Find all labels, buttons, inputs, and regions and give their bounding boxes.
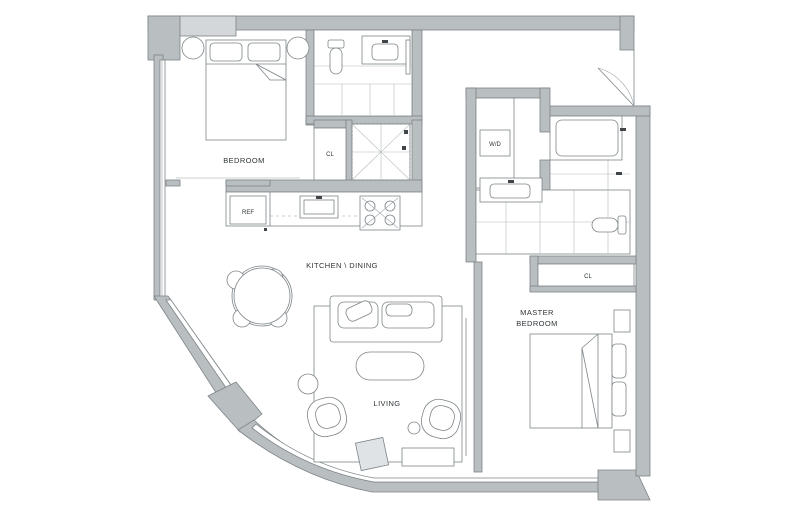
refrigerator-label: REF: [242, 210, 254, 216]
living-furniture: [297, 295, 467, 472]
bathroom-one: CL: [313, 29, 413, 181]
living-label: LIVING: [374, 399, 401, 408]
interior-walls: [225, 29, 637, 473]
closet-label: CL: [326, 152, 334, 158]
master-bath: W/D CL: [475, 97, 635, 287]
kitchen-dining-label: KITCHEN \ DINING: [306, 261, 378, 270]
washer-dryer-label: W/D: [489, 142, 501, 148]
master-closet-label: CL: [584, 274, 592, 280]
kitchen: REF: [225, 191, 423, 231]
exterior-walls: [147, 15, 651, 501]
master-bedroom-furniture: [529, 309, 631, 453]
master-bedroom-label-line2: BEDROOM: [516, 319, 558, 328]
dining: [226, 265, 293, 328]
bedroom-furniture: [176, 36, 310, 179]
entry-door: [597, 50, 635, 107]
master-bedroom-label-line1: MASTER: [520, 308, 554, 317]
bedroom-label: BEDROOM: [223, 156, 265, 165]
